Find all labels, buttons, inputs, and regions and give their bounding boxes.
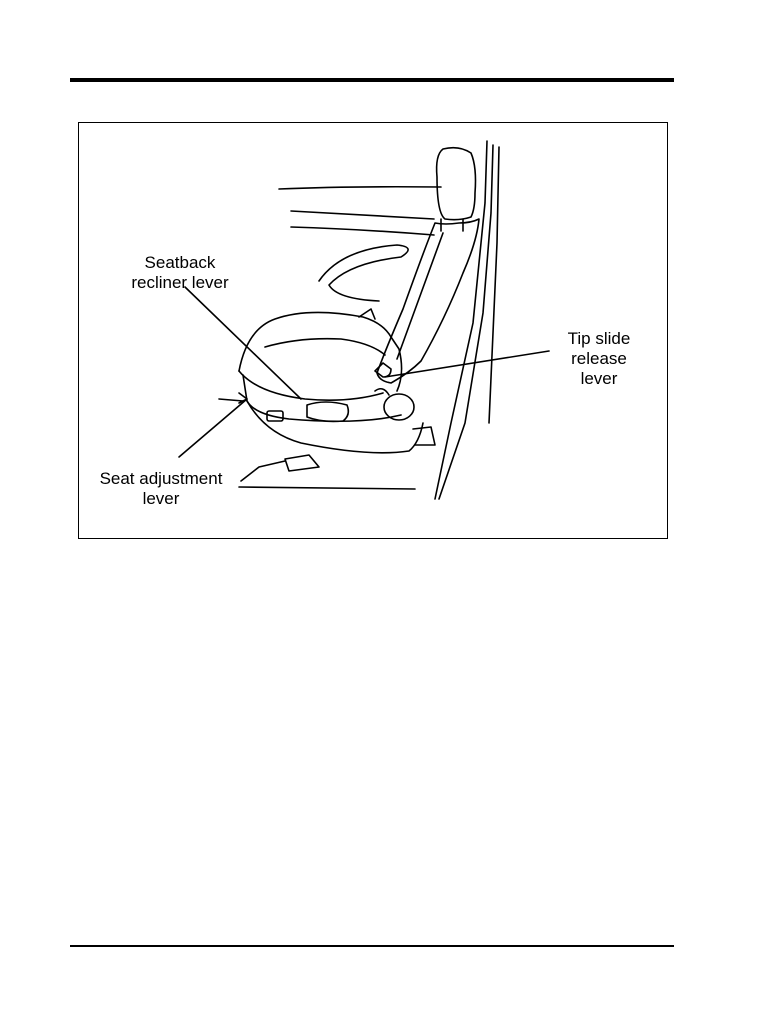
rear-cushion <box>319 245 408 301</box>
seat-adjustment-lever-label: Seat adjustment lever <box>81 469 241 509</box>
cushion-front-edge <box>239 371 383 400</box>
rear-seat-line-3 <box>291 227 434 235</box>
seat-base <box>247 401 423 453</box>
seatback-seam <box>397 233 443 359</box>
seat-illustration-figure: Seatback recliner lever Tip slide releas… <box>78 122 668 539</box>
tip-slide-release-lever-label: Tip slide release lever <box>549 329 649 389</box>
door-pillar-line-3 <box>489 147 499 423</box>
front-rail-foot <box>285 455 319 471</box>
rear-seat-line-2 <box>291 211 434 219</box>
footer-rule <box>70 945 674 947</box>
rear-seat-line-1 <box>279 187 441 189</box>
headrest-posts <box>441 219 463 231</box>
leader-seat-adjust-tick <box>219 399 243 401</box>
recliner-handle <box>307 402 348 422</box>
cushion-seam <box>265 339 385 355</box>
leader-seat-adjust-lower <box>241 461 285 481</box>
header-rule <box>70 78 674 82</box>
leader-tip-slide <box>385 351 549 377</box>
headrest <box>437 148 476 220</box>
floor-line <box>239 487 415 489</box>
seatback-recliner-lever-label: Seatback recliner lever <box>105 253 255 293</box>
leader-seat-adjust <box>179 399 247 457</box>
cushion-top <box>239 312 402 391</box>
seatback-outline <box>377 219 479 383</box>
